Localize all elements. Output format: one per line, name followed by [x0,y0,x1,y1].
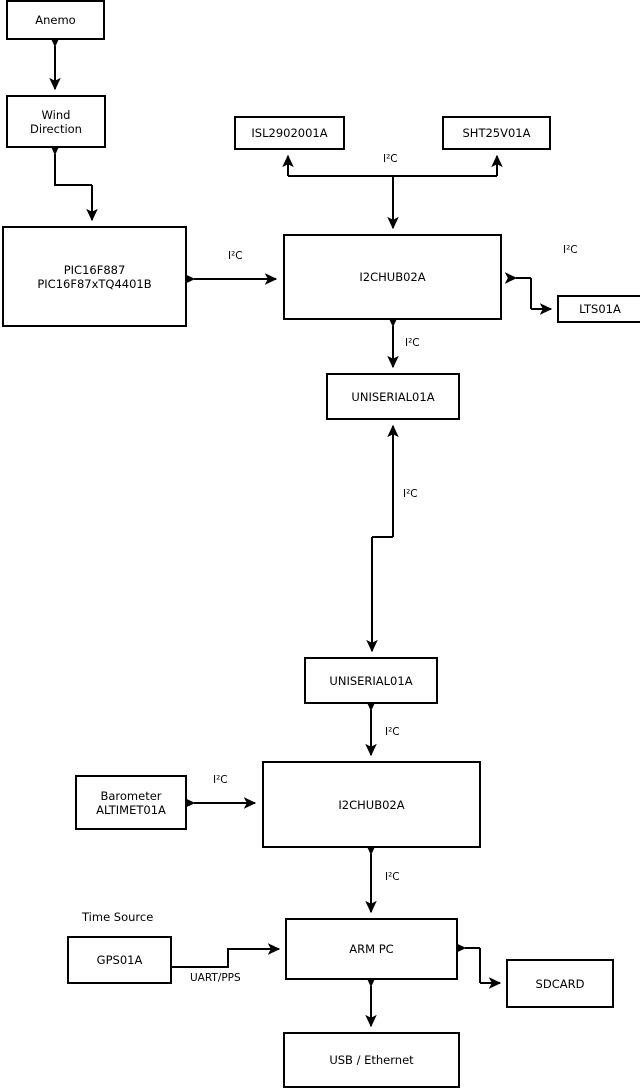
node-i2chub02a-top[interactable]: I2CHUB02A [283,234,502,320]
node-anemo[interactable]: Anemo [6,0,105,40]
node-lts01a-label: LTS01A [579,302,621,316]
edge-label-uniserial-hub-bottom: I²C [385,726,400,738]
node-i2chub02a-bottom-label: I2CHUB02A [338,797,405,812]
node-anemo-label: Anemo [35,13,76,27]
edge-label-hub-lts: I²C [563,244,578,256]
node-uniserial01a-top-label: UNISERIAL01A [351,389,435,404]
node-sdcard-label: SDCARD [535,976,585,991]
edge-label-hub-armpc: I²C [385,871,400,883]
node-sht25v01a-label: SHT25V01A [462,126,531,140]
node-usb-ethernet[interactable]: USB / Ethernet [283,1032,460,1088]
edge-label-hub-uniserial: I²C [405,337,420,349]
node-sdcard[interactable]: SDCARD [506,959,614,1008]
node-gps01a-label: GPS01A [96,953,143,967]
node-i2chub02a-top-label: I2CHUB02A [359,270,426,284]
node-sht25v01a[interactable]: SHT25V01A [442,116,551,150]
edge-label-gps-armpc: UART/PPS [190,972,241,984]
node-i2chub02a-bottom[interactable]: I2CHUB02A [262,761,481,848]
node-uniserial01a-top[interactable]: UNISERIAL01A [326,373,460,420]
node-uniserial01a-bottom-label: UNISERIAL01A [329,673,413,688]
edge-pic-wind-up [49,142,92,186]
label-time-source: Time Source [82,910,154,924]
node-lts01a[interactable]: LTS01A [557,295,640,323]
node-gps01a[interactable]: GPS01A [67,936,172,984]
edge-label-pic-hub: I²C [228,250,243,262]
edge-gps-armpc [172,943,281,968]
node-isl2902001a[interactable]: ISL2902001A [234,116,345,150]
node-uniserial01a-bottom[interactable]: UNISERIAL01A [304,657,438,704]
node-barometer-altimet01a-label: Barometer ALTIMET01A [96,788,166,817]
node-isl2902001a-label: ISL2902001A [251,126,328,140]
node-usb-ethernet-label: USB / Ethernet [329,1053,414,1067]
edge-label-barometer-hub: I²C [213,774,228,786]
node-arm-pc-label: ARM PC [349,942,394,956]
node-pic-mcu-label: PIC16F887 PIC16F87xTQ4401B [37,262,152,291]
node-barometer-altimet01a[interactable]: Barometer ALTIMET01A [75,775,187,830]
edge-label-uniserial-link: I²C [403,488,418,500]
node-wind-direction[interactable]: Wind Direction [6,95,106,148]
edge-label-hub-sensors: I²C [383,153,398,165]
node-pic-mcu[interactable]: PIC16F887 PIC16F87xTQ4401B [2,226,187,327]
node-wind-direction-label: Wind Direction [30,107,82,136]
node-arm-pc[interactable]: ARM PC [285,918,458,980]
